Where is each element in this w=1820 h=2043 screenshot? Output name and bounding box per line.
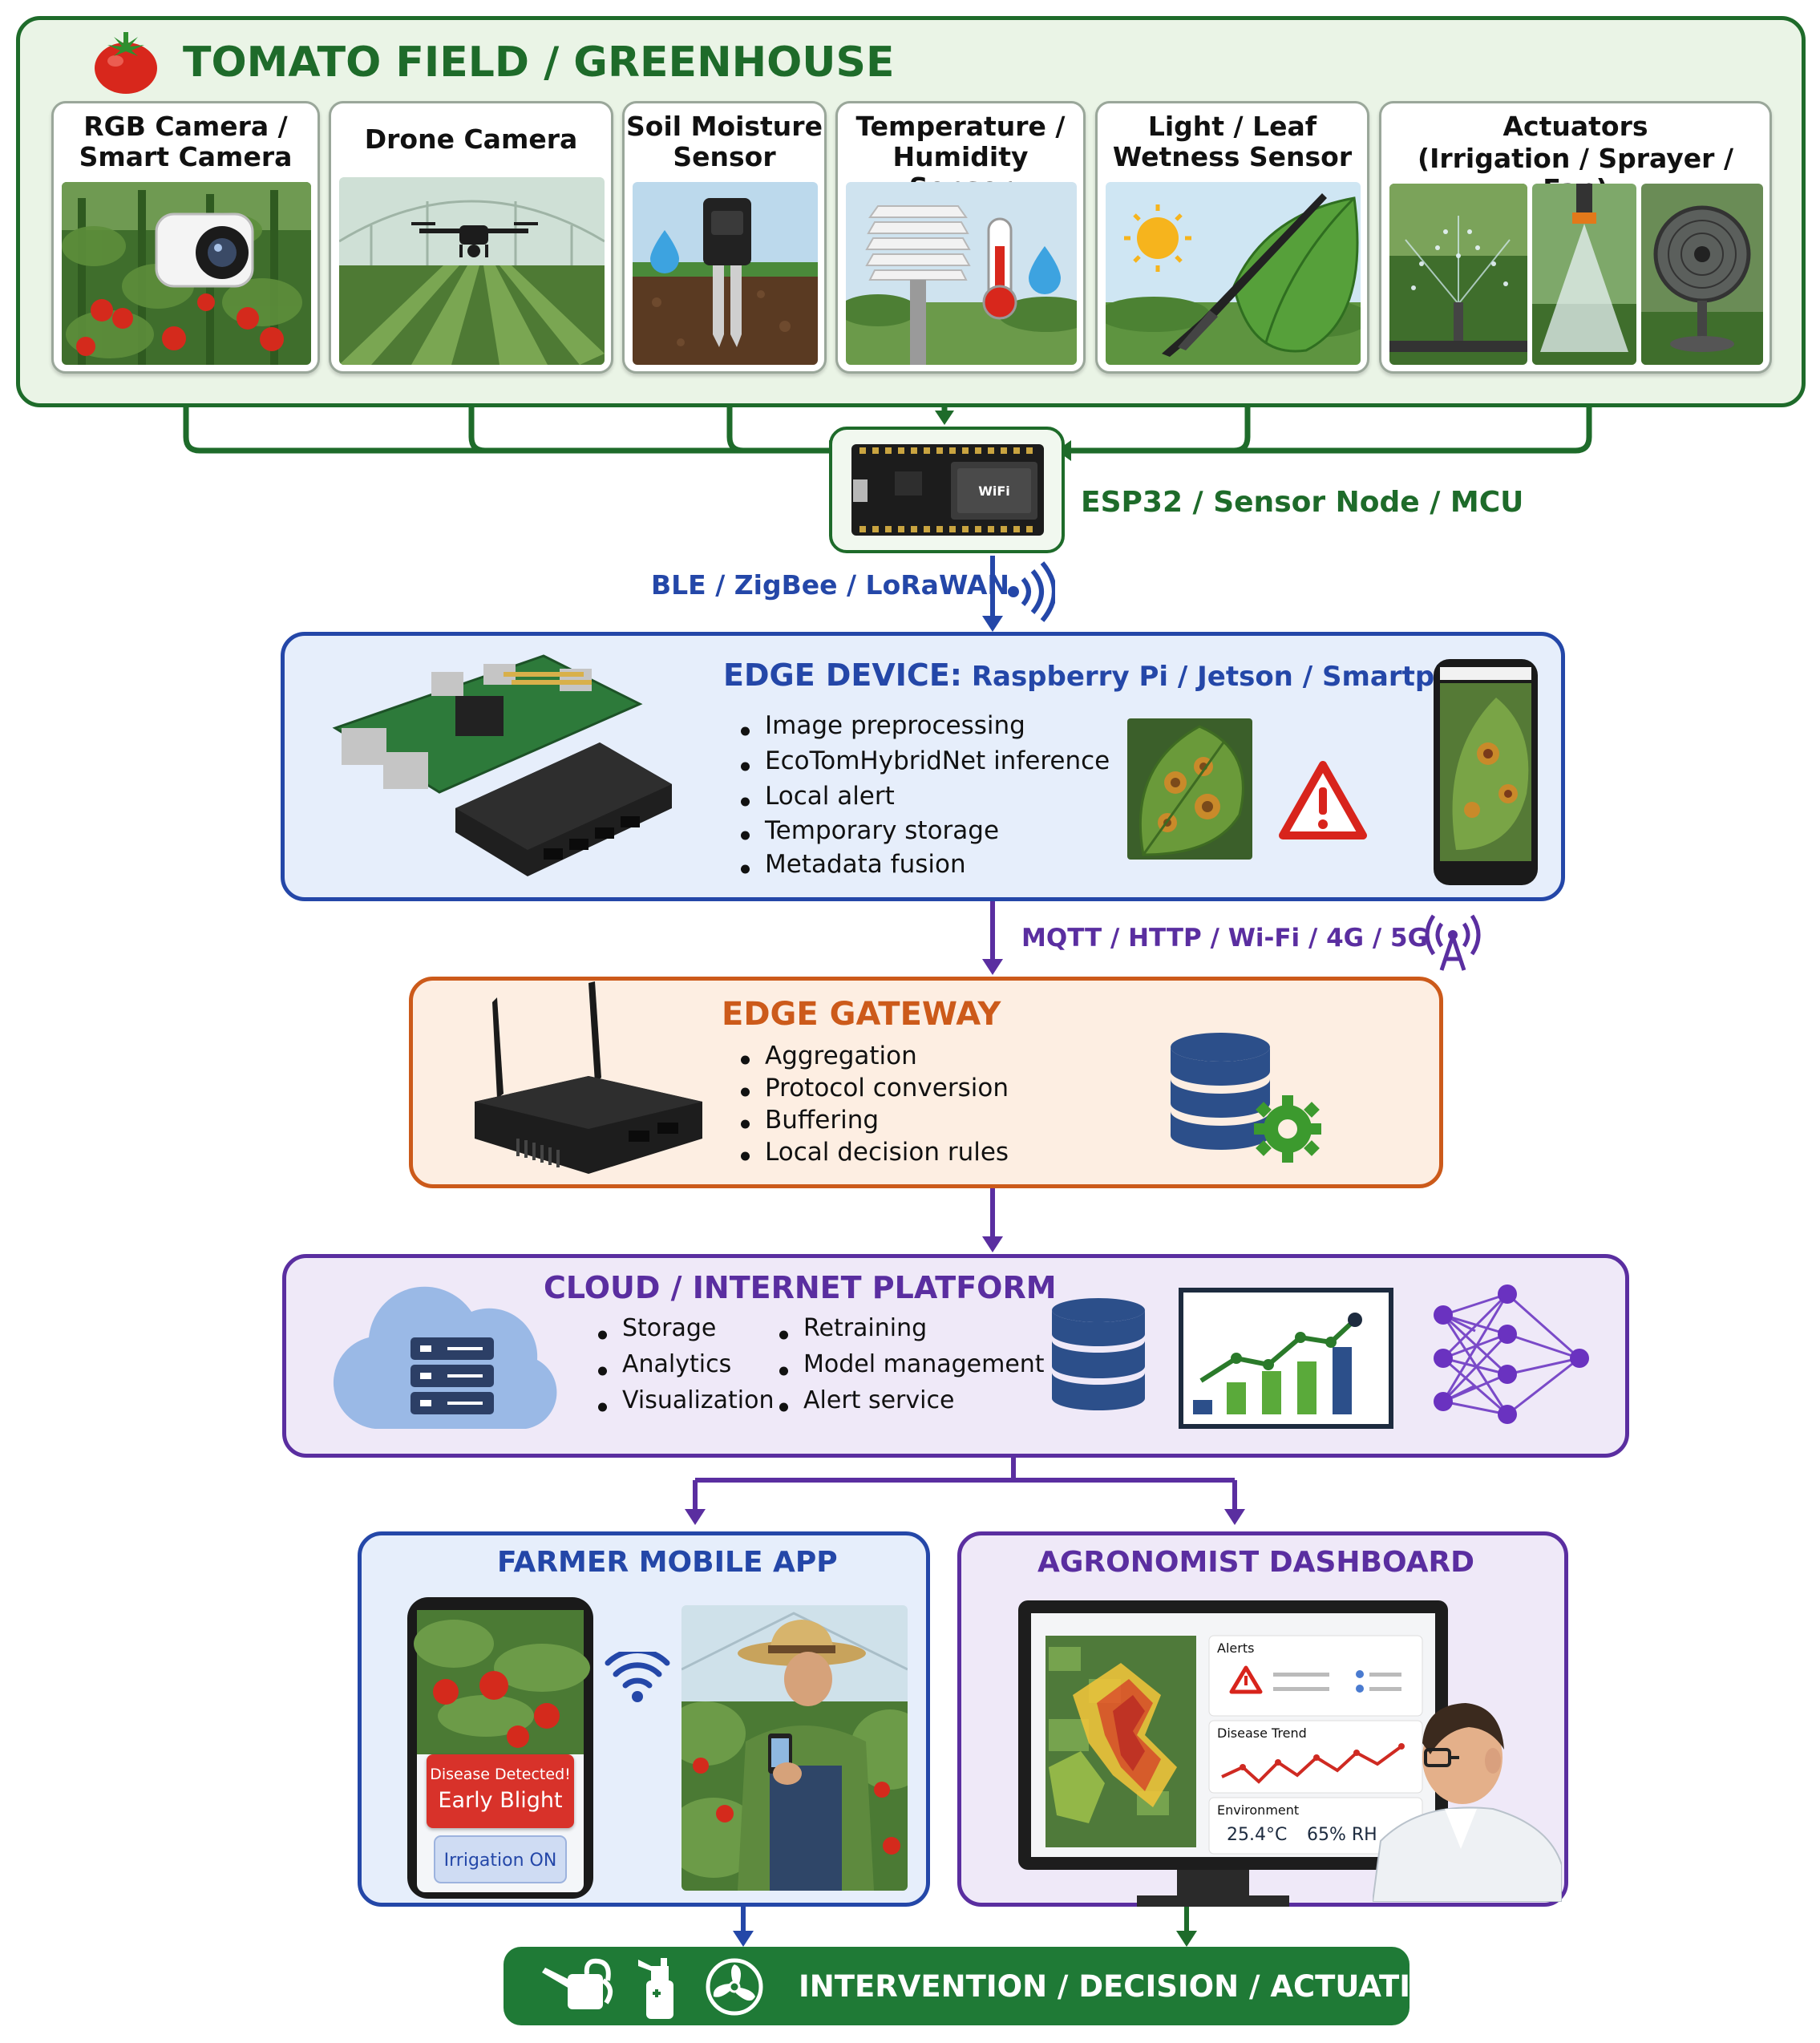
agronomist-person xyxy=(1371,1681,1563,1903)
disease-alert-line2: Early Blight xyxy=(438,1788,563,1813)
dashboard-alerts-label: Alerts xyxy=(1217,1640,1255,1656)
fan-image xyxy=(1641,184,1763,365)
mcu-label: ESP32 / Sensor Node / MCU xyxy=(1081,486,1524,519)
farmer-photo xyxy=(681,1605,908,1891)
edge-bullet-2: EcoTomHybridNet inference xyxy=(738,749,1110,784)
rgb-camera-image xyxy=(62,182,311,365)
edge-bullet-4: Temporary storage xyxy=(738,819,1110,852)
leaf-wetness-image xyxy=(1106,182,1361,365)
router-icon xyxy=(468,981,709,1179)
edge-bullet-1: Image preprocessing xyxy=(738,714,1110,749)
irrigation-status-button[interactable]: Irrigation ON xyxy=(443,1851,557,1871)
drone-camera-image xyxy=(339,177,605,365)
cloud-bullet-analytics: Analytics xyxy=(595,1353,775,1389)
cloud-database-icon xyxy=(1049,1296,1148,1416)
gateway-bullets: Aggregation Protocol conversion Bufferin… xyxy=(738,1044,1009,1172)
cloud-bullet-storage: Storage xyxy=(595,1317,775,1353)
cloud-bullets-right: Retraining Model management Alert servic… xyxy=(776,1317,1045,1425)
action-label: INTERVENTION / DECISION / ACTUATION xyxy=(799,1969,1461,2004)
card-light-leaf-wetness: Light / Leaf Wetness Sensor xyxy=(1095,101,1369,374)
temperature-sensor-image xyxy=(846,182,1077,365)
card-rgb-camera: RGB Camera / Smart Camera xyxy=(51,101,320,374)
esp32-board-icon: WiFi xyxy=(851,439,1044,540)
edge-device-bullets: Image preprocessing EcoTomHybridNet infe… xyxy=(738,714,1110,886)
irrigation-image xyxy=(1389,184,1527,365)
card-actuators: Actuators (Irrigation / Sprayer / Fan) xyxy=(1379,101,1772,374)
cloud-bullet-retraining: Retraining xyxy=(776,1317,1045,1353)
database-gear-icon xyxy=(1167,1030,1328,1166)
edge-bullet-5: Metadata fusion xyxy=(738,852,1110,886)
card-drone-camera: Drone Camera xyxy=(329,101,613,374)
cloud-bullet-visualization: Visualization xyxy=(595,1389,775,1425)
farmer-app-title: FARMER MOBILE APP xyxy=(497,1546,838,1579)
link-mcu-label: BLE / ZigBee / LoRaWAN xyxy=(651,569,1010,601)
esp32-chip-text: WiFi xyxy=(978,483,1010,499)
gateway-bullet-4: Local decision rules xyxy=(738,1140,1009,1172)
card-drone-camera-line1: Drone Camera xyxy=(364,123,578,155)
farmer-phone: Disease Detected! Early Blight Irrigatio… xyxy=(406,1596,595,1900)
disease-alert-banner xyxy=(427,1754,574,1828)
card-temperature-humidity: Temperature / Humidity Sensor xyxy=(835,101,1086,374)
gateway-bullet-2: Protocol conversion xyxy=(738,1076,1009,1108)
card-light-leaf-line2: Wetness Sensor xyxy=(1112,141,1353,172)
warning-triangle-icon xyxy=(1278,760,1368,840)
card-soil-moisture-line2: Sensor xyxy=(673,141,776,172)
antenna-tower-icon xyxy=(1424,912,1482,972)
sprayer-image xyxy=(1532,184,1636,365)
tomato-icon xyxy=(90,29,162,96)
neural-network-icon xyxy=(1427,1283,1596,1434)
diseased-leaf-image xyxy=(1127,718,1252,860)
wireless-signal-icon xyxy=(1007,561,1057,622)
wifi-icon xyxy=(605,1648,670,1705)
card-actuators-line1: Actuators xyxy=(1503,111,1648,142)
soil-moisture-image xyxy=(633,182,818,365)
card-soil-moisture: Soil Moisture Sensor xyxy=(622,101,827,374)
dashboard-env-label: Environment xyxy=(1217,1802,1300,1818)
link-edge-label: MQTT / HTTP / Wi-Fi / 4G / 5G xyxy=(1021,924,1429,953)
gateway-bullet-3: Buffering xyxy=(738,1108,1009,1140)
agronomist-title: AGRONOMIST DASHBOARD xyxy=(1037,1546,1475,1579)
fan-icon xyxy=(704,1956,765,2017)
cloud-bullet-alert-service: Alert service xyxy=(776,1389,1045,1425)
card-temperature-line1: Temperature / xyxy=(855,111,1066,142)
field-to-mcu-connectors xyxy=(183,370,1592,454)
gateway-bullet-1: Aggregation xyxy=(738,1044,1009,1076)
dashboard-trend-label: Disease Trend xyxy=(1217,1725,1307,1741)
analytics-chart-icon xyxy=(1179,1288,1393,1429)
card-soil-moisture-line1: Soil Moisture xyxy=(626,111,823,142)
raspberry-pi-jetson-icon xyxy=(319,648,680,888)
edge-device-title: EDGE DEVICE: Raspberry Pi / Jetson / Sma… xyxy=(723,657,1511,693)
card-rgb-camera-line1: RGB Camera / xyxy=(83,111,288,142)
card-rgb-camera-line2: Smart Camera xyxy=(79,141,293,172)
gateway-title: EDGE GATEWAY xyxy=(722,996,1001,1033)
cloud-bullets-left: Storage Analytics Visualization xyxy=(595,1317,775,1425)
smartphone-icon xyxy=(1432,657,1539,887)
edge-device-title-rest: Raspberry Pi / Jetson / Smartphone xyxy=(961,661,1511,693)
field-title: TOMATO FIELD / GREENHOUSE xyxy=(183,38,895,87)
edge-device-title-bold: EDGE DEVICE: xyxy=(723,657,962,693)
disease-alert-line1: Disease Detected! xyxy=(430,1766,571,1783)
cloud-title: CLOUD / INTERNET PLATFORM xyxy=(544,1270,1057,1305)
dashboard-humidity: 65% RH xyxy=(1307,1825,1377,1845)
dashboard-monitor: Alerts Disease Trend Environment 25.4°C … xyxy=(1017,1599,1450,1907)
dashboard-temperature: 25.4°C xyxy=(1227,1825,1288,1845)
spray-bottle-icon xyxy=(633,1952,683,2021)
cloud-server-icon xyxy=(327,1280,568,1432)
cloud-bullet-model-management: Model management xyxy=(776,1353,1045,1389)
watering-can-icon xyxy=(542,1956,616,2016)
edge-bullet-3: Local alert xyxy=(738,784,1110,819)
card-light-leaf-line1: Light / Leaf xyxy=(1147,111,1317,142)
